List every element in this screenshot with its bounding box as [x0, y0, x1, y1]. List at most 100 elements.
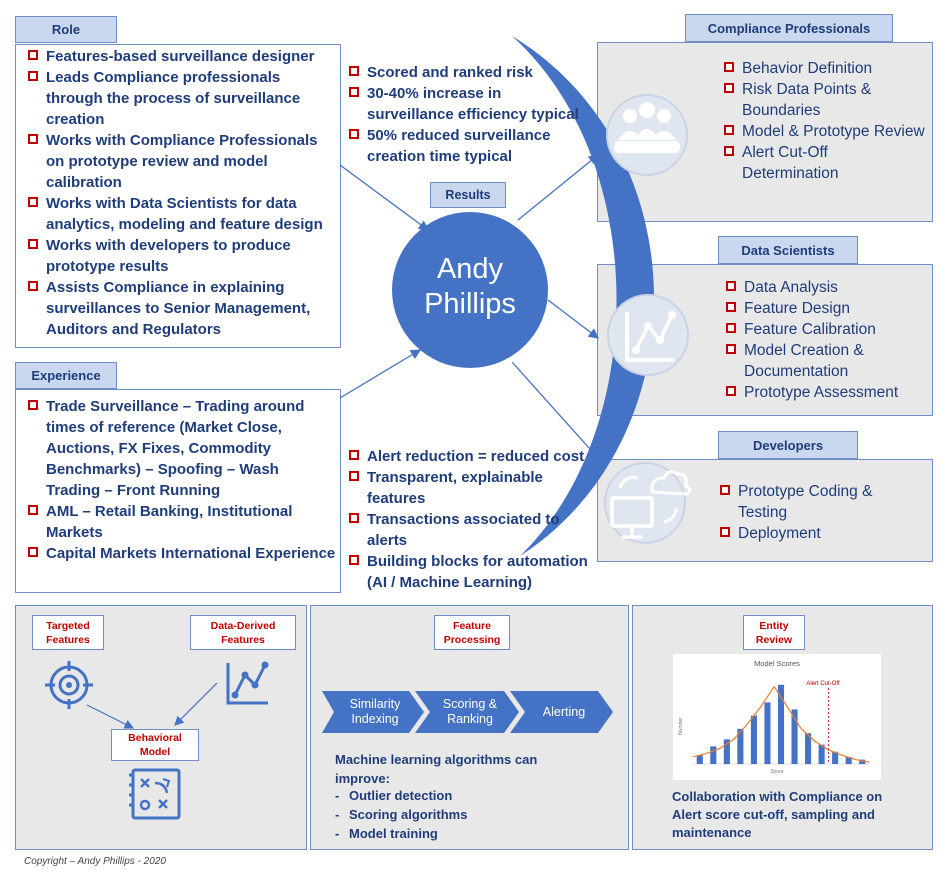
data-scientists-item: Data Analysis	[724, 277, 929, 298]
chart-bar	[764, 702, 771, 764]
arrow-center-to-developers	[511, 361, 599, 459]
step-alerting: Alerting	[542, 704, 586, 719]
compliance-item: Behavior Definition	[722, 58, 927, 79]
arrow-center-to-compliance	[517, 154, 600, 221]
arrow-center-to-data-scientists	[547, 299, 600, 339]
role-box: Features-based surveillance designer Lea…	[15, 44, 341, 348]
crescent-arc	[512, 36, 655, 556]
developers-item: Deployment	[718, 523, 918, 544]
model-scores-chart: Model Scores Alert Cut-Off Number Score	[673, 654, 881, 780]
compliance-item: Model & Prototype Review	[722, 121, 927, 142]
result-item: 50% reduced surveillance creation time t…	[347, 125, 587, 167]
ml-item: -Scoring algorithms	[335, 807, 468, 822]
experience-list: Trade Surveillance – Trading around time…	[26, 396, 336, 564]
chart-bar	[710, 746, 717, 764]
chart-bar	[791, 709, 798, 764]
chart-annotation: Alert Cut-Off	[806, 681, 840, 687]
experience-box: Trade Surveillance – Trading around time…	[15, 389, 341, 593]
entity-caption: Collaboration with Compliance on Alert s…	[672, 789, 883, 840]
behavioral-model-label: Behavioral Model	[111, 729, 199, 761]
process-chevrons	[322, 691, 613, 733]
chart-ylabel: Number	[678, 717, 684, 735]
experience-item: Capital Markets International Experience	[26, 543, 336, 564]
data-derived-features-label: Data-Derived Features	[190, 615, 296, 650]
targeted-features-label: Targeted Features	[32, 615, 104, 650]
compliance-item: Alert Cut-Off Determination	[722, 142, 927, 184]
chevron-step	[322, 691, 424, 733]
chart-xlabel: Score	[770, 769, 783, 775]
developers-list: Prototype Coding & Testing Deployment	[718, 481, 918, 544]
role-tab: Role	[15, 16, 117, 43]
chart-bar	[750, 715, 757, 764]
bottom-left-diagram	[45, 661, 269, 820]
ml-list: -Outlier detection -Scoring algorithms -…	[335, 786, 467, 843]
copyright: Copyright – Andy Phillips - 2020	[24, 856, 166, 867]
people-icon	[606, 94, 688, 176]
arrow-experience-to-center	[339, 349, 422, 399]
step-similarity-indexing: Similarity Indexing	[349, 697, 401, 726]
arrow-role-to-center	[339, 164, 430, 231]
experience-item: Trade Surveillance – Trading around time…	[26, 396, 336, 501]
center-circle	[392, 212, 548, 368]
entity-review-label: Entity Review	[743, 615, 805, 650]
feature-processing-label: Feature Processing	[434, 615, 510, 650]
result-item: Transactions associated to alerts	[347, 509, 597, 551]
chevron-step	[415, 691, 519, 733]
ml-item: -Model training	[335, 826, 438, 841]
developers-tab: Developers	[718, 431, 858, 459]
ml-item-text: Model training	[349, 826, 438, 841]
chart-bar	[818, 744, 825, 764]
role-item: Features-based surveillance designer	[26, 46, 336, 67]
ml-item: -Outlier detection	[335, 788, 453, 803]
ml-item-text: Outlier detection	[349, 788, 453, 803]
result-item: 30-40% increase in surveillance efficien…	[347, 83, 587, 125]
chart-bar	[777, 684, 785, 764]
data-scientists-item: Feature Calibration	[724, 319, 929, 340]
experience-tab: Experience	[15, 362, 117, 389]
chart-bar	[723, 739, 730, 764]
chevron-step	[510, 691, 613, 733]
result-item: Alert reduction = reduced cost	[347, 446, 597, 467]
chart-title: Model Scores	[754, 659, 800, 668]
ml-intro: Machine learning algorithms can improve:	[335, 752, 538, 786]
cloud-computer-icon	[604, 462, 692, 544]
line-chart-icon	[226, 661, 269, 705]
data-scientists-list: Data Analysis Feature Design Feature Cal…	[724, 277, 929, 403]
chart-bar	[845, 756, 852, 764]
data-scientists-item: Model Creation & Documentation	[724, 340, 929, 382]
chart-bar	[832, 751, 839, 764]
ml-item-text: Scoring algorithms	[349, 807, 468, 822]
data-scientists-item: Prototype Assessment	[724, 382, 929, 403]
data-scientists-item: Feature Design	[724, 298, 929, 319]
results-bottom-list: Alert reduction = reduced cost Transpare…	[347, 446, 597, 593]
experience-item: AML – Retail Banking, Institutional Mark…	[26, 501, 336, 543]
arrow-targeted-to-model	[86, 704, 135, 729]
center-diagram	[339, 36, 692, 556]
result-item: Transparent, explainable features	[347, 467, 597, 509]
results-tab: Results	[430, 182, 506, 208]
results-top-list: Scored and ranked risk 30-40% increase i…	[347, 62, 587, 167]
strategy-board-icon	[129, 768, 181, 820]
center-name: Andy Phillips	[424, 253, 516, 320]
role-item: Works with Data Scientists for data anal…	[26, 193, 336, 235]
role-item: Leads Compliance professionals through t…	[26, 67, 336, 130]
chart-bar	[859, 759, 866, 764]
line-chart-icon	[607, 294, 689, 376]
chart-bar	[737, 728, 744, 764]
result-item: Building blocks for automation (AI / Mac…	[347, 551, 597, 593]
compliance-list: Behavior Definition Risk Data Points & B…	[722, 58, 927, 184]
role-item: Assists Compliance in explaining surveil…	[26, 277, 336, 340]
target-icon	[45, 661, 93, 709]
chart-trend-line	[692, 685, 870, 763]
role-list: Features-based surveillance designer Lea…	[26, 46, 336, 340]
chart-bar	[805, 733, 812, 764]
result-item: Scored and ranked risk	[347, 62, 587, 83]
role-item: Works with Compliance Professionals on p…	[26, 130, 336, 193]
chart-bar	[696, 755, 703, 764]
role-item: Works with developers to produce prototy…	[26, 235, 336, 277]
developers-item: Prototype Coding & Testing	[718, 481, 918, 523]
arrow-data-derived-to-model	[174, 682, 218, 726]
data-scientists-tab: Data Scientists	[718, 236, 858, 264]
compliance-tab: Compliance Professionals	[685, 14, 893, 42]
compliance-item: Risk Data Points & Boundaries	[722, 79, 927, 121]
